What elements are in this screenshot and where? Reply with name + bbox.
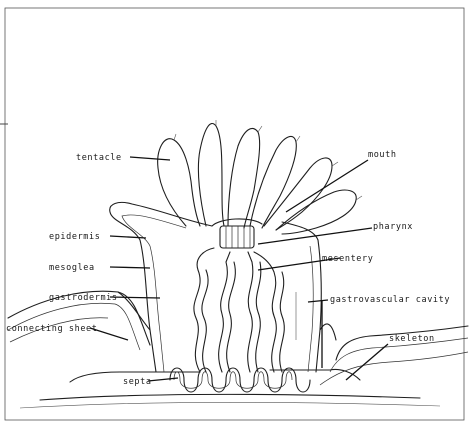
pharynx-drawing: [212, 219, 262, 248]
label-mesentery: mesentery: [322, 254, 373, 264]
label-connecting-sheet: connecting sheet: [6, 324, 97, 334]
page-frame: [5, 8, 464, 420]
label-mesoglea: mesoglea: [49, 263, 95, 273]
tentacles: [158, 120, 362, 234]
label-gastrovascular-cavity: gastrovascular cavity: [330, 295, 450, 305]
label-skeleton: skeleton: [389, 334, 435, 344]
label-pharynx: pharynx: [373, 222, 413, 232]
polyp-body: [110, 202, 336, 372]
label-septa: septa: [123, 377, 152, 387]
label-epidermis: epidermis: [49, 232, 100, 242]
label-mouth: mouth: [368, 150, 397, 160]
label-tentacle: tentacle: [76, 153, 122, 163]
skeleton-drawing: [8, 291, 468, 408]
label-gastrodermis: gastrodermis: [49, 293, 118, 303]
